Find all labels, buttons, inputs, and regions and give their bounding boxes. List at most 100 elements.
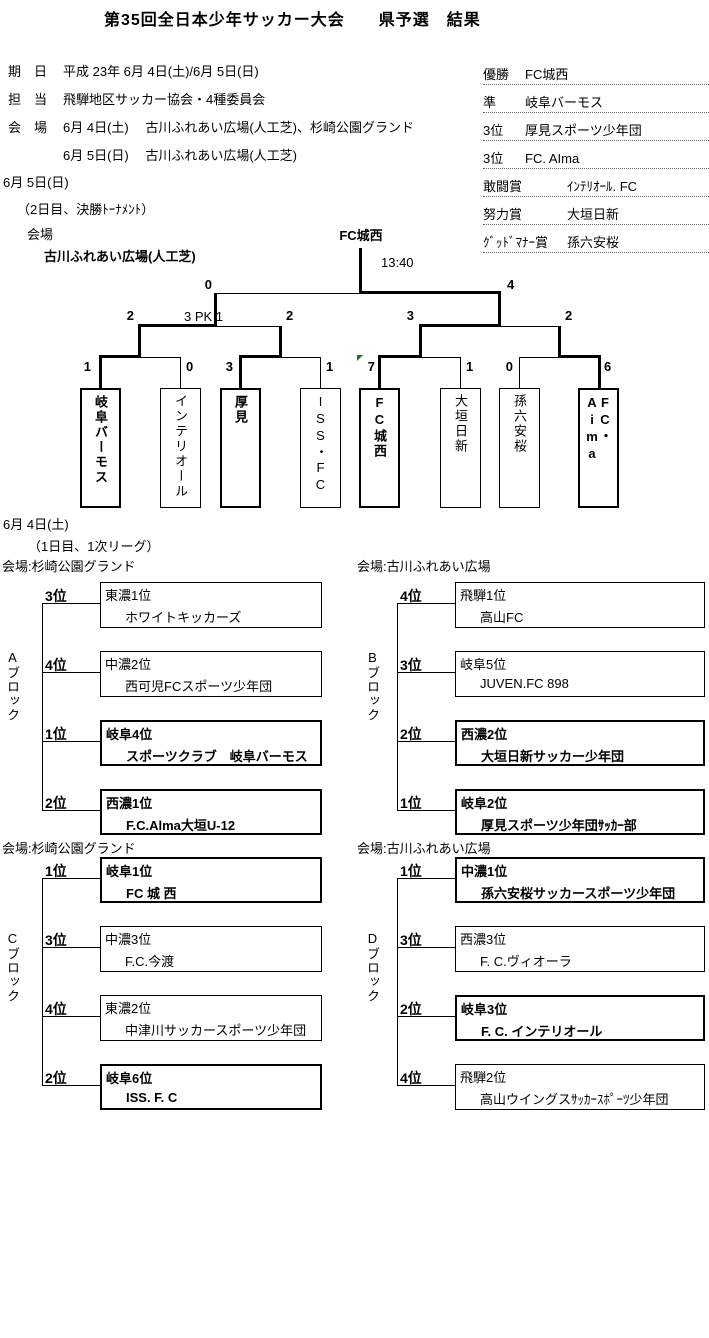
bracket-stub-team5 [378, 355, 381, 388]
qf4-score-right: 6 [604, 359, 612, 374]
bracket-line-final-right-leg [498, 291, 501, 326]
block-b-label: Bブロック [365, 650, 380, 722]
bracket-line-qf1-left [99, 355, 141, 358]
award-value: 大垣日新 [567, 207, 620, 222]
sf2-score-left: 3 [406, 308, 414, 323]
team-name: 厚見 [233, 395, 248, 425]
block-d-spine [397, 878, 398, 1085]
result-row-champion: 優勝 FC城西 [483, 64, 709, 85]
rank-label: 1位 [45, 726, 67, 742]
sf1-score-left: 2 [126, 308, 134, 323]
league-note: （1日目、1次リーグ） [28, 539, 160, 554]
team-name: 孫六安桜 [512, 394, 527, 454]
award-label: ｸﾞｯﾄﾞﾏﾅｰ賞 [483, 235, 549, 250]
date-value: 平成 23年 6月 4日(土)/6月 5日(日) [63, 64, 259, 79]
league-team-box: 飛騨2位高山ウイングスｻｯｶｰｽﾎﾟｰﾂ少年団 [455, 1064, 705, 1110]
award-row-fighting-spirit: 敢闘賞 ｲﾝﾃﾘｵｰﾙ. FC [483, 176, 709, 197]
sf2-score-right: 2 [565, 308, 573, 323]
bracket-team-box-4: ISS・FC [300, 388, 341, 508]
award-row-effort: 努力賞大垣日新 [483, 204, 709, 225]
venue-day2-value: 6月 5日(日) 古川ふれあい広場(人工芝) [63, 148, 298, 163]
rank-label: 4位 [45, 1001, 67, 1017]
rank-label: 4位 [400, 588, 422, 604]
finals-note: （2日目、決勝ﾄｰﾅﾒﾝﾄ） [17, 202, 155, 217]
result-value: FC. AIma [525, 151, 580, 166]
team-name: 厚見スポーツ少年団ｻｯｶｰ部 [481, 818, 637, 833]
bracket-stub-team7 [519, 357, 520, 388]
qf2-score-left: 3 [225, 359, 233, 374]
bracket-line-qf3-left [378, 355, 422, 358]
seed-label: 東濃1位 [105, 588, 152, 603]
league-team-box: 西濃2位大垣日新サッカー少年団 [455, 720, 705, 766]
bracket-line-final-right [359, 291, 501, 294]
seed-label: 中濃2位 [105, 657, 152, 672]
seed-label: 飛騨1位 [460, 588, 507, 603]
result-row-runnerup: 準岐阜バーモス [483, 92, 709, 113]
rank-label: 1位 [45, 863, 67, 879]
result-label: 3位 [483, 123, 504, 138]
league-team-box: 中濃2位西可児FCスポーツ少年団 [100, 651, 322, 697]
award-value: ｲﾝﾃﾘｵｰﾙ. FC [567, 179, 638, 194]
block-d-venue: 会場:古川ふれあい広場 [357, 841, 491, 856]
league-team-box: 東濃1位ホワイトキッカーズ [100, 582, 322, 628]
block-d-label: Dブロック [365, 931, 380, 1003]
bracket-line-qf1-right [141, 357, 181, 358]
block-b-connector-3 [397, 741, 455, 742]
kickoff-time: 13:40 [381, 255, 414, 270]
bracket-line-sf1-left [138, 324, 217, 327]
rank-label: 3位 [45, 588, 67, 604]
rank-label: 4位 [400, 1070, 422, 1086]
result-value: FC城西 [525, 67, 569, 82]
result-row-third-b: 3位 FC. AIma [483, 148, 709, 169]
block-b-connector-1 [397, 603, 455, 604]
bracket-stub-team8 [598, 355, 601, 388]
rank-label: 3位 [400, 932, 422, 948]
block-d-connector-3 [397, 1016, 455, 1017]
qf1-score-left: 1 [83, 359, 91, 374]
bracket-stub-team3 [239, 355, 242, 388]
block-a-connector-4 [42, 810, 100, 811]
team-name: F.C.今渡 [125, 954, 175, 969]
bracket-line-qf2-right [282, 357, 321, 358]
block-d-connector-2 [397, 947, 455, 948]
result-label: 優勝 [483, 67, 510, 82]
block-c-label: Cブロック [5, 931, 20, 1003]
team-name: 西可児FCスポーツ少年団 [125, 679, 273, 694]
bracket-line-qf4-left [519, 357, 560, 358]
block-c-connector-4 [42, 1085, 100, 1086]
rank-label: 2位 [400, 726, 422, 742]
bracket-line-qf3-right [422, 357, 461, 358]
league-team-box: 飛騨1位高山FC [455, 582, 705, 628]
comment-marker-icon [357, 355, 363, 361]
result-row-third-a: 3位厚見スポーツ少年団 [483, 120, 709, 141]
team-name: 中津川サッカースポーツ少年団 [125, 1023, 307, 1038]
bracket-line-sf2-right-riser [558, 326, 561, 357]
team-name: 高山FC [480, 610, 524, 625]
bracket-stub-team4 [320, 357, 321, 388]
award-value: 孫六安桜 [567, 235, 620, 250]
team-name: F. C. インテリオール [481, 1024, 603, 1039]
bracket-line-qf4-right [558, 355, 601, 358]
team-name: ISS. F. C [126, 1090, 178, 1105]
team-name: 大垣日新サッカー少年団 [481, 749, 625, 764]
result-label: 3位 [483, 151, 504, 166]
final-score-right: 4 [507, 277, 515, 292]
bracket-line-final-left-leg [214, 293, 217, 326]
date-label: 期 日 [8, 64, 48, 79]
bracket-stub-team1 [99, 355, 102, 388]
rank-label: 3位 [400, 657, 422, 673]
team-name: 高山ウイングスｻｯｶｰｽﾎﾟｰﾂ少年団 [480, 1092, 669, 1107]
seed-label: 岐阜4位 [106, 727, 153, 742]
award-label: 敢闘賞 [483, 179, 523, 194]
team-name: 孫六安桜サッカースポーツ少年団 [481, 886, 676, 901]
qf2-score-right: 1 [326, 359, 334, 374]
bracket-stub-team6 [460, 357, 461, 388]
bracket-team-box-8: FC・Aima [578, 388, 619, 508]
seed-label: 飛騨2位 [460, 1070, 507, 1085]
venue-day1-value: 6月 4日(土) 古川ふれあい広場(人工芝)、杉崎公園グランド [63, 120, 415, 135]
qf4-score-left: 0 [505, 359, 513, 374]
staff-label: 担 当 [8, 92, 48, 107]
